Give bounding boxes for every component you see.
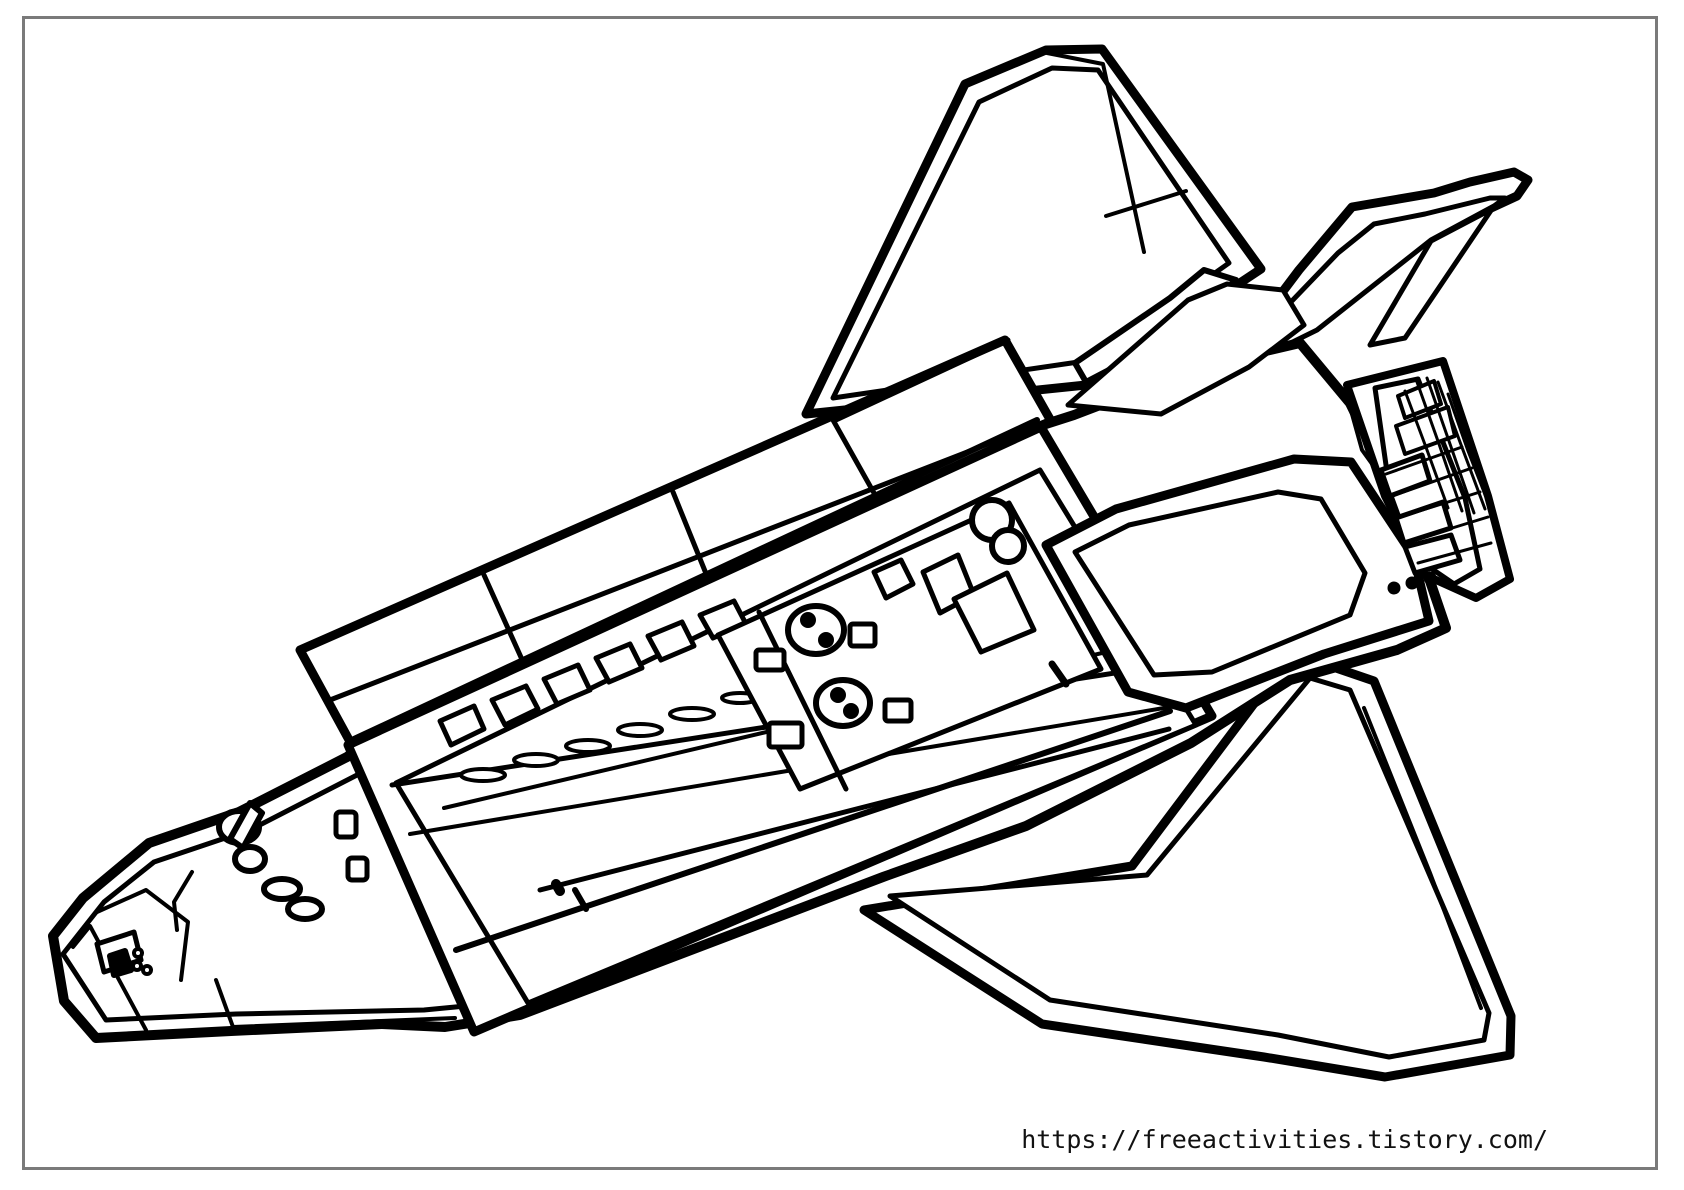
cockpit-windows [131, 800, 370, 976]
aft-fuselage [1041, 267, 1514, 713]
lower-wing [859, 648, 1516, 1082]
source-url-text: https://freeactivities.tistory.com/ [1021, 1125, 1548, 1154]
payload-equipment [753, 497, 1070, 750]
upper-payload-doors [295, 335, 1056, 765]
